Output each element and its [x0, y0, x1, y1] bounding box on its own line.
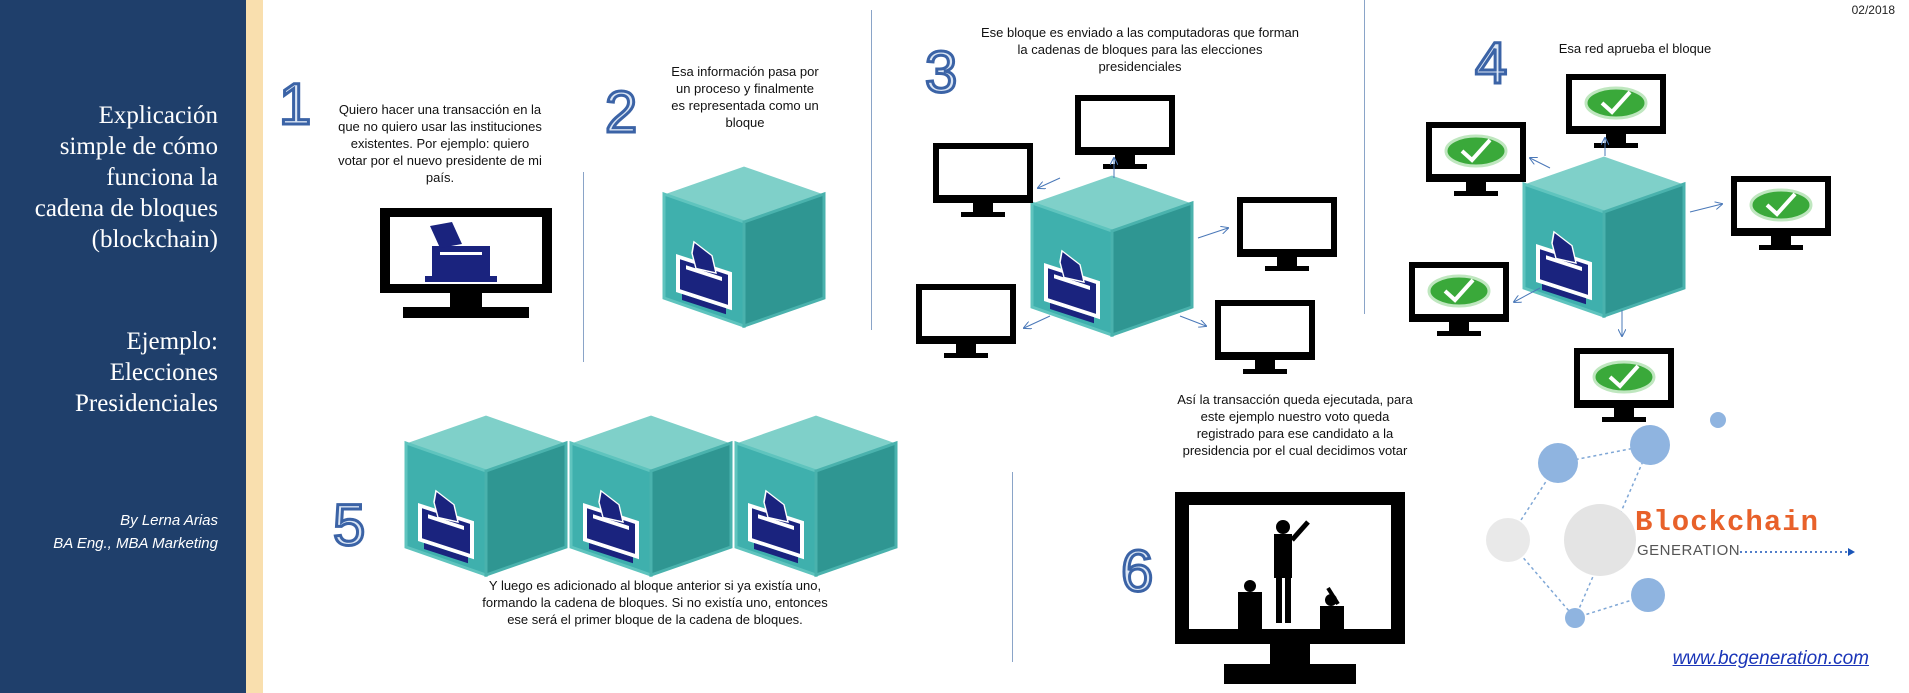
logo-wordmark: Blockchain: [1635, 506, 1820, 539]
sidebar-title: Explicación simple de cómo funciona la c…: [34, 102, 218, 253]
divider-line: [871, 10, 872, 330]
step-text-6: Así la transacción queda ejecutada, para…: [1177, 392, 1413, 458]
block-cube: [1522, 154, 1686, 318]
network-computer-icon: [1075, 95, 1175, 169]
website-link[interactable]: www.bcgeneration.com: [1672, 648, 1869, 669]
step-number-1: 1: [277, 72, 312, 137]
sidebar-example-title: Ejemplo: Elecciones Presidenciales: [74, 328, 218, 417]
author-credit: By Lerna Arias BA Eng., MBA Marketing: [53, 512, 218, 552]
approved-computer-icon: [1424, 120, 1528, 198]
voting-monitor-icon: [380, 208, 552, 318]
step-number-4: 4: [1473, 31, 1508, 96]
step-number-6: 6: [1119, 539, 1154, 604]
sidebar: Explicación simple de cómo funciona la c…: [0, 0, 246, 693]
network-computer-icon: [1237, 197, 1337, 271]
block-cube: [662, 164, 826, 328]
step-text-5: Y luego es adicionado al bloque anterior…: [482, 578, 828, 627]
step-text-1: Quiero hacer una transacción en la que n…: [338, 102, 542, 185]
divider-line: [1364, 0, 1365, 314]
divider-line: [583, 172, 584, 362]
step-number-2: 2: [603, 80, 638, 145]
approved-computer-icon: [1564, 72, 1668, 150]
network-computer-icon: [933, 143, 1033, 217]
step-number-3: 3: [923, 40, 958, 105]
candidate-monitor-icon: [1175, 492, 1405, 684]
step-number-5: 5: [331, 493, 366, 558]
chain-block-cube: [569, 413, 733, 577]
date-label: 02/2018: [1851, 3, 1895, 17]
accent-stripe: [246, 0, 263, 693]
step-text-3: Ese bloque es enviado a las computadoras…: [981, 25, 1299, 74]
network-computer-icon: [916, 284, 1016, 358]
approved-computer-icon: [1572, 346, 1676, 424]
approved-computer-icon: [1407, 260, 1511, 338]
step-text-4: Esa red aprueba el bloque: [1558, 41, 1712, 56]
approved-computer-icon: [1729, 174, 1833, 252]
step-text-2: Esa información pasa por un proceso y fi…: [671, 64, 819, 130]
divider-line: [1012, 472, 1013, 662]
block-cube: [1030, 173, 1194, 337]
network-computer-icon: [1215, 300, 1315, 374]
blockchain-network-logo: [1486, 412, 1855, 628]
logo-subtitle: GENERATION: [1637, 542, 1741, 559]
chain-block-cube: [404, 413, 568, 577]
chain-block-cube: [734, 413, 898, 577]
